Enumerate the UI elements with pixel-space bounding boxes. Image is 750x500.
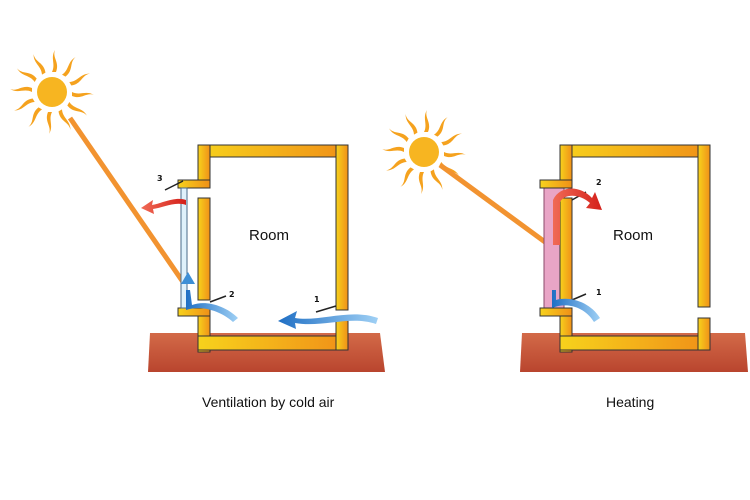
caption-heating: Heating — [606, 394, 655, 410]
warm-air-arrow-3 — [141, 198, 186, 214]
sun-ray — [438, 162, 547, 245]
room-walls — [177, 144, 349, 353]
vent-flap-2 — [209, 295, 227, 303]
panel-ventilation — [10, 50, 385, 372]
cold-air-arrow-2-head — [181, 272, 195, 284]
room-label-ventilation: Room — [249, 227, 290, 244]
marker-1-heating: 1 — [596, 288, 602, 297]
room-walls — [539, 144, 711, 353]
cold-air-arrow-1 — [552, 290, 600, 322]
warm-air-arrow-2 — [553, 188, 602, 245]
vent-flap-1 — [571, 293, 587, 301]
cold-air-arrow-2 — [186, 290, 238, 322]
vent-flap-1 — [315, 305, 337, 313]
marker-1-ventilation: 1 — [314, 295, 320, 304]
sun-ray — [67, 116, 186, 284]
panel-heating — [382, 110, 748, 372]
marker-2-heating: 2 — [596, 178, 602, 187]
marker-3-ventilation: 3 — [157, 174, 163, 183]
marker-2-ventilation: 2 — [229, 290, 235, 299]
sun-icon — [10, 50, 94, 134]
caption-ventilation: Ventilation by cold air — [202, 394, 335, 410]
sun-icon — [382, 110, 466, 194]
glass-pane — [180, 187, 188, 309]
room-label-heating: Room — [613, 227, 654, 244]
vent-flap-3 — [164, 180, 184, 191]
cold-air-arrow-1 — [278, 311, 378, 329]
